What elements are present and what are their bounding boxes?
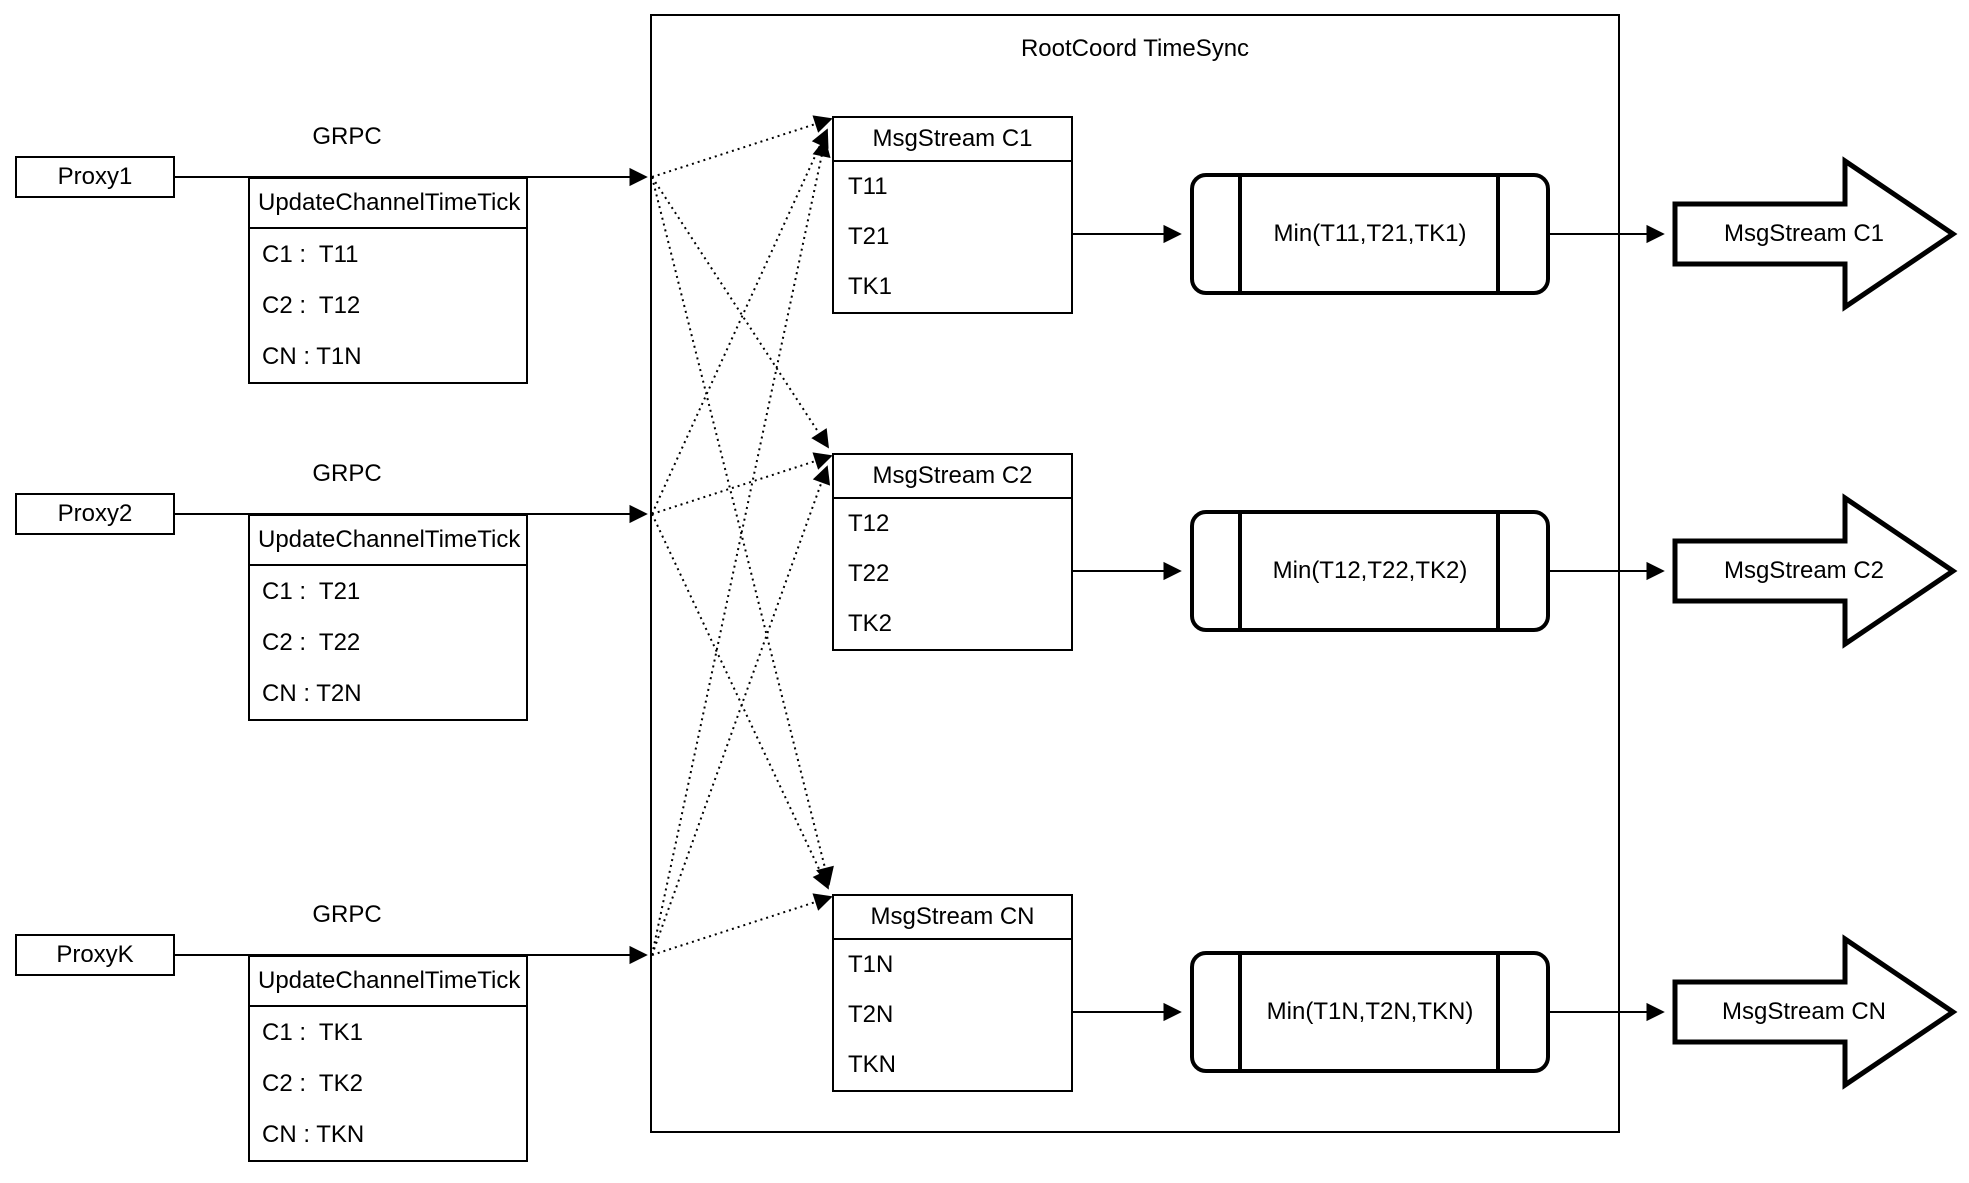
grpc-label-1: GRPC [312, 123, 382, 150]
msgstream-c1-table: MsgStream C1 T11 T21 TK1 [832, 116, 1073, 314]
rootcoord-container [650, 14, 1620, 1133]
proxy2-table-row: C2 : T22 [262, 628, 361, 656]
proxy1-box: Proxy1 [15, 156, 175, 198]
output-arrow-label-cn: MsgStream CN [1721, 998, 1887, 1025]
msgstream-c2-row: T22 [848, 560, 890, 587]
msgstream-c2-row: TK2 [848, 610, 893, 637]
output-arrow-shape-c2 [1672, 493, 1958, 649]
msgstream-c1-row: TK1 [848, 273, 893, 300]
min-box-divider-left [1238, 177, 1242, 291]
dotted-link-p1-c1 [651, 115, 833, 178]
proxy1-table-header: UpdateChannelTimeTick [250, 179, 526, 229]
msgstream-c1-header: MsgStream C1 [834, 118, 1071, 162]
rootcoord-title: RootCoord TimeSync [1020, 35, 1250, 62]
proxy2-table-row: CN : T2N [262, 679, 362, 707]
msgstream-c2-table: MsgStream C2 T12 T22 TK2 [832, 453, 1073, 651]
min-box-divider-right [1496, 514, 1500, 628]
output-arrow-shape-c1 [1672, 156, 1958, 312]
proxyk-table-row: C1 : TK1 [262, 1018, 363, 1046]
msgstream-c1-row: T11 [848, 173, 888, 200]
min-box-divider-right [1496, 177, 1500, 291]
min-box-divider-right [1496, 955, 1500, 1069]
proxyk-table-header: UpdateChannelTimeTick [250, 957, 526, 1007]
min-box-c2: Min(T12,T22,TK2) [1190, 510, 1550, 632]
output-arrow-label-c2: MsgStream C2 [1723, 557, 1885, 584]
output-arrow-label-c1: MsgStream C1 [1723, 220, 1885, 247]
proxyk-table-row: CN : TKN [262, 1120, 365, 1148]
proxy1-timetick-table: UpdateChannelTimeTick C1 : T11 C2 : T12 … [248, 177, 528, 384]
proxyk-label: ProxyK [56, 941, 134, 968]
proxy1-table-row: CN : T1N [262, 342, 362, 370]
proxyk-table-row: C2 : TK2 [262, 1069, 363, 1097]
msgstream-cn-row: T1N [848, 951, 894, 978]
grpc-label-2: GRPC [312, 460, 382, 487]
proxy2-table-row: C1 : T21 [262, 577, 361, 605]
min-label-c2: Min(T12,T22,TK2) [1272, 557, 1468, 584]
dotted-link-p2-c1 [651, 128, 829, 515]
proxy2-timetick-table: UpdateChannelTimeTick C1 : T21 C2 : T22 … [248, 514, 528, 721]
proxy1-table-row: C1 : T11 [262, 240, 359, 268]
msgstream-cn-row: TKN [848, 1051, 896, 1078]
dotted-link-pk-cn [651, 893, 833, 956]
min-box-c1: Min(T11,T21,TK1) [1190, 173, 1550, 295]
dotted-link-p2-c2 [651, 452, 833, 515]
msgstream-cn-row: T2N [848, 1001, 894, 1028]
msgstream-cn-header: MsgStream CN [834, 896, 1071, 940]
proxyk-timetick-table: UpdateChannelTimeTick C1 : TK1 C2 : TK2 … [248, 955, 528, 1162]
min-box-cn: Min(T1N,T2N,TKN) [1190, 951, 1550, 1073]
min-box-divider-left [1238, 514, 1242, 628]
proxyk-box: ProxyK [15, 934, 175, 976]
proxy2-table-header: UpdateChannelTimeTick [250, 516, 526, 566]
min-box-divider-left [1238, 955, 1242, 1069]
proxy2-box: Proxy2 [15, 493, 175, 535]
dotted-link-p1-cn [651, 176, 834, 886]
dotted-link-pk-c2 [651, 465, 831, 956]
msgstream-c2-row: T12 [848, 510, 890, 537]
msgstream-c2-header: MsgStream C2 [834, 455, 1071, 499]
msgstream-cn-table: MsgStream CN T1N T2N TKN [832, 894, 1073, 1092]
grpc-label-3: GRPC [312, 901, 382, 928]
min-label-cn: Min(T1N,T2N,TKN) [1266, 998, 1474, 1025]
proxy1-label: Proxy1 [57, 163, 133, 190]
proxy2-label: Proxy2 [57, 500, 133, 527]
dotted-link-pk-c1 [651, 138, 831, 956]
msgstream-c1-row: T21 [848, 223, 890, 250]
proxy1-table-row: C2 : T12 [262, 291, 361, 319]
min-label-c1: Min(T11,T21,TK1) [1273, 220, 1467, 247]
output-arrow-shape-cn [1672, 934, 1958, 1090]
